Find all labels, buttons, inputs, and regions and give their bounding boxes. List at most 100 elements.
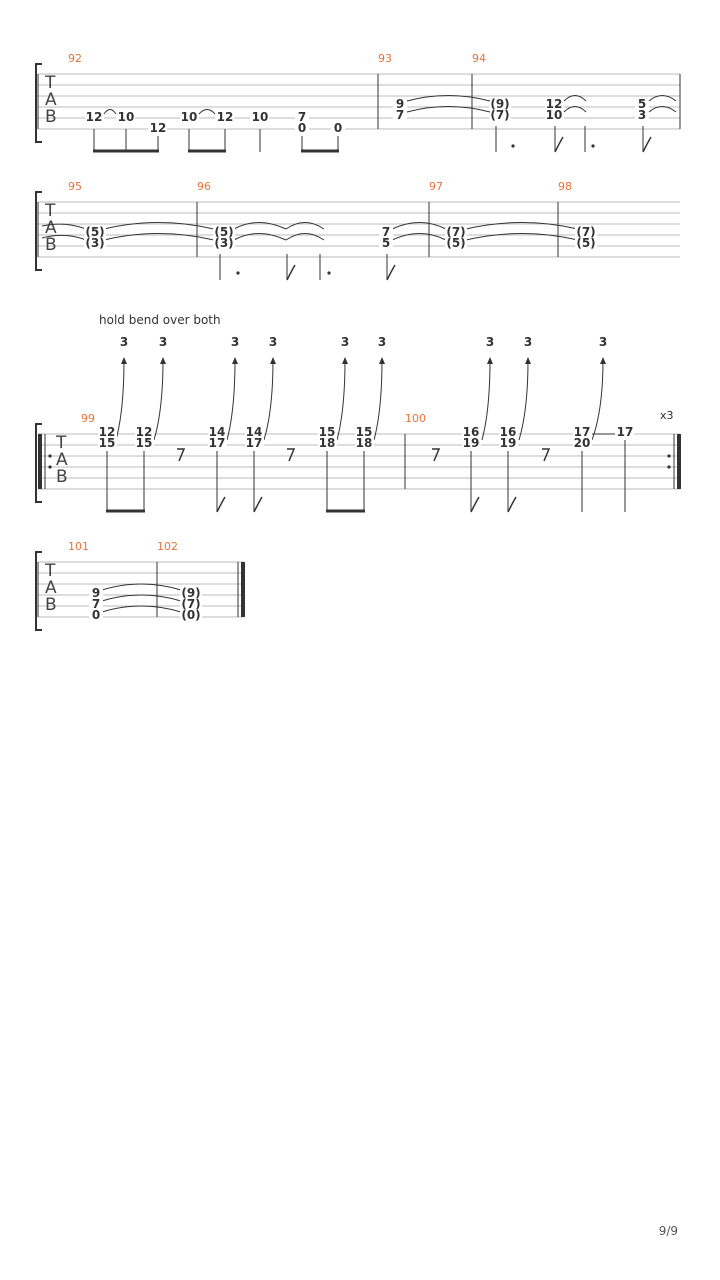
annotation-text: hold bend over both [99, 313, 221, 327]
bend-amount: 3 [341, 335, 349, 349]
fret-number: 12 [150, 121, 167, 135]
eighth-rests [177, 448, 551, 462]
fret-number: (7) [490, 108, 509, 122]
slur [103, 109, 117, 115]
fret-number: 20 [574, 436, 591, 450]
measure-number: 94 [472, 52, 486, 65]
measure-number: 92 [68, 52, 82, 65]
fret-number: 12 [546, 97, 563, 111]
fret-number: (5) [576, 236, 595, 250]
page-number: 9/9 [658, 1224, 678, 1238]
flag [554, 136, 564, 153]
dot [511, 144, 515, 148]
tab-label-a: A [45, 90, 57, 110]
fret-number: (9) [490, 97, 509, 111]
fret-number: (5) [214, 225, 233, 239]
staff-lines [38, 201, 680, 258]
bend-amount: 3 [486, 335, 494, 349]
flag [386, 264, 396, 281]
fret-number: 19 [500, 436, 517, 450]
measure-number: 102 [157, 540, 178, 553]
ties [406, 95, 677, 113]
system-bracket [35, 191, 42, 271]
fret-number: 14 [246, 425, 263, 439]
tab-label-b: B [45, 595, 57, 615]
bend-amount: 3 [599, 335, 607, 349]
measure-number: 100 [405, 412, 426, 425]
note-stems [93, 129, 339, 152]
tab-label-t: T [44, 73, 56, 93]
fret-number: 7 [92, 597, 100, 611]
bend-amount: 3 [231, 335, 239, 349]
fret-number: 17 [209, 436, 226, 450]
fret-number: 0 [298, 121, 306, 135]
final-barline [237, 562, 245, 617]
tab-system-2: T A B 95 96 97 98 (5) (3) (5) (3) 7 5 [35, 180, 680, 281]
fret-number: (7) [446, 225, 465, 239]
fret-number: 10 [181, 110, 198, 124]
fret-number: (3) [214, 236, 233, 250]
fret-number: 0 [92, 608, 100, 622]
repeat-end [667, 434, 681, 489]
staff-lines [38, 561, 244, 618]
fret-number: 12 [99, 425, 116, 439]
note-stems [495, 126, 644, 152]
flag [642, 136, 652, 153]
tab-label-b: B [45, 235, 57, 255]
measure-number: 97 [429, 180, 443, 193]
fret-number: 15 [319, 425, 336, 439]
fret-number: 10 [546, 108, 563, 122]
measure-number: 96 [197, 180, 211, 193]
fret-number: 10 [252, 110, 269, 124]
bend-arrowheads [121, 357, 606, 364]
fret-number: 5 [638, 97, 646, 111]
tab-label-t: T [44, 561, 56, 581]
repeat-start [38, 434, 52, 489]
note-stems [219, 254, 388, 280]
fret-number: 9 [92, 586, 100, 600]
bend-amount: 3 [120, 335, 128, 349]
ties [101, 583, 182, 613]
fret-number: 19 [463, 436, 480, 450]
fret-number: 12 [86, 110, 103, 124]
fret-number: (5) [85, 225, 104, 239]
barlines [37, 74, 681, 129]
repeat-count: x3 [660, 409, 674, 422]
fret-number: 15 [136, 436, 153, 450]
fret-number: 9 [396, 97, 404, 111]
flags [216, 496, 517, 513]
tab-label-b: B [56, 467, 68, 487]
fret-number: (9) [181, 586, 200, 600]
tab-system-4: T A B 101 102 9 7 0 (9) (7) (0) [35, 540, 245, 631]
measure-number: 98 [558, 180, 572, 193]
system-bracket [35, 551, 42, 631]
fret-number: (5) [446, 236, 465, 250]
dot [327, 271, 331, 275]
fret-number: (7) [181, 597, 200, 611]
tab-label-t: T [55, 433, 67, 453]
tab-label-a: A [45, 578, 57, 598]
fret-number: 0 [334, 121, 342, 135]
slur [198, 109, 216, 115]
fret-number: 15 [99, 436, 116, 450]
fret-number: 7 [382, 225, 390, 239]
fret-number: (7) [576, 225, 595, 239]
fret-number: (0) [181, 608, 200, 622]
tab-label-t: T [44, 201, 56, 221]
bend-amount: 3 [159, 335, 167, 349]
fret-number: 18 [356, 436, 373, 450]
fret-number: 17 [617, 425, 634, 439]
tab-label-a: A [56, 450, 68, 470]
fret-number: 18 [319, 436, 336, 450]
fret-number: 15 [356, 425, 373, 439]
dot [236, 271, 240, 275]
tab-system-3: hold bend over both T A B x3 99 100 [35, 313, 681, 513]
fret-number: 7 [396, 108, 404, 122]
tab-label-a: A [45, 218, 57, 238]
staff-lines [38, 73, 680, 130]
note-stems [106, 440, 626, 512]
fret-number: 12 [136, 425, 153, 439]
tab-system-1: T A B 92 93 94 12 10 12 10 12 10 7 0 0 [35, 52, 681, 153]
